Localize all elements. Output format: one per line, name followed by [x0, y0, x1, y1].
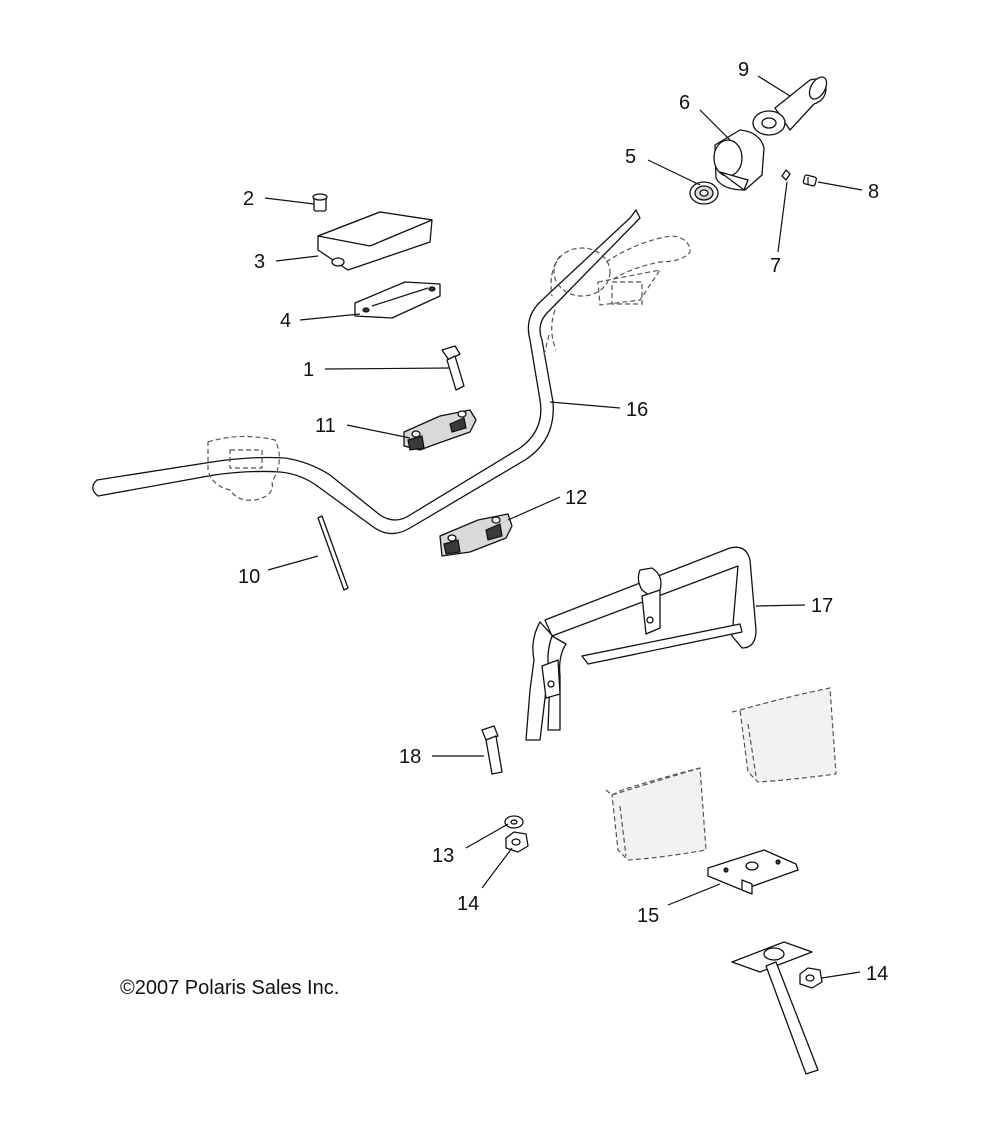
callout-6: 6 — [679, 92, 690, 114]
left-grip-ghost — [207, 435, 280, 501]
throttle-block — [713, 129, 765, 191]
callout-8: 8 — [868, 181, 879, 203]
callout-7: 7 — [770, 255, 781, 277]
light-guard — [525, 546, 757, 741]
callout-labels: 1 2 3 4 5 6 7 8 9 10 11 12 13 14 15 16 1… — [238, 59, 888, 985]
right-light-ghost — [731, 687, 837, 783]
leader-lines — [264, 75, 863, 979]
copyright-notice: ©2007 Polaris Sales Inc. — [120, 977, 339, 999]
callout-3: 3 — [254, 251, 265, 273]
callout-12: 12 — [565, 487, 587, 509]
pin — [781, 169, 791, 181]
callout-9: 9 — [738, 59, 749, 81]
callout-16: 16 — [626, 399, 648, 421]
bolt-1 — [441, 345, 465, 391]
callout-15: 15 — [637, 905, 659, 927]
handlebar — [92, 209, 641, 535]
nut-b — [799, 967, 823, 989]
callout-11: 11 — [315, 415, 336, 437]
bushing — [689, 181, 719, 205]
lower-clamp — [439, 513, 513, 557]
callout-1: 1 — [303, 359, 314, 381]
callout-5: 5 — [625, 146, 636, 168]
callout-18: 18 — [399, 746, 421, 768]
callout-14-bottom: 14 — [866, 963, 888, 985]
callout-4: 4 — [280, 310, 291, 332]
clamp-plate — [354, 281, 441, 319]
washer — [504, 815, 524, 829]
nut-a — [505, 831, 529, 853]
callout-14-middle: 14 — [457, 893, 479, 915]
right-controls-ghost — [543, 235, 691, 356]
callout-13: 13 — [432, 845, 454, 867]
light-plate — [707, 849, 799, 895]
callout-10: 10 — [238, 566, 260, 588]
bolt-18 — [481, 725, 503, 775]
left-light-ghost — [605, 767, 707, 861]
callout-17: 17 — [811, 595, 833, 617]
upper-clamp — [403, 409, 477, 451]
set-screw — [802, 174, 818, 187]
clamp-cover — [317, 211, 433, 271]
grip — [752, 76, 828, 136]
callout-2: 2 — [243, 188, 254, 210]
cover-screw — [312, 193, 328, 212]
cable-tie — [317, 515, 349, 591]
mount-post — [731, 941, 819, 1075]
